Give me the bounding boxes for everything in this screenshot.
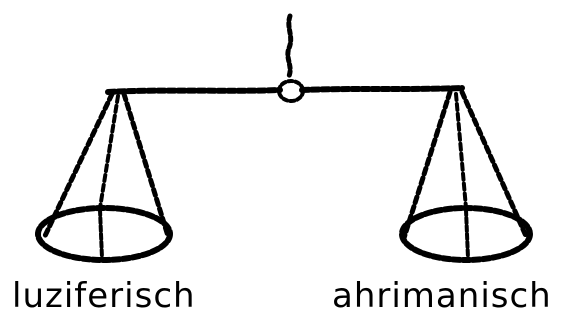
scale-beam [108,88,462,92]
right-pan [402,92,530,260]
scale-hook [279,16,303,101]
left-pan-label: luziferisch [12,276,196,316]
right-pan-label: ahrimanisch [332,276,552,316]
left-pan [38,94,170,260]
